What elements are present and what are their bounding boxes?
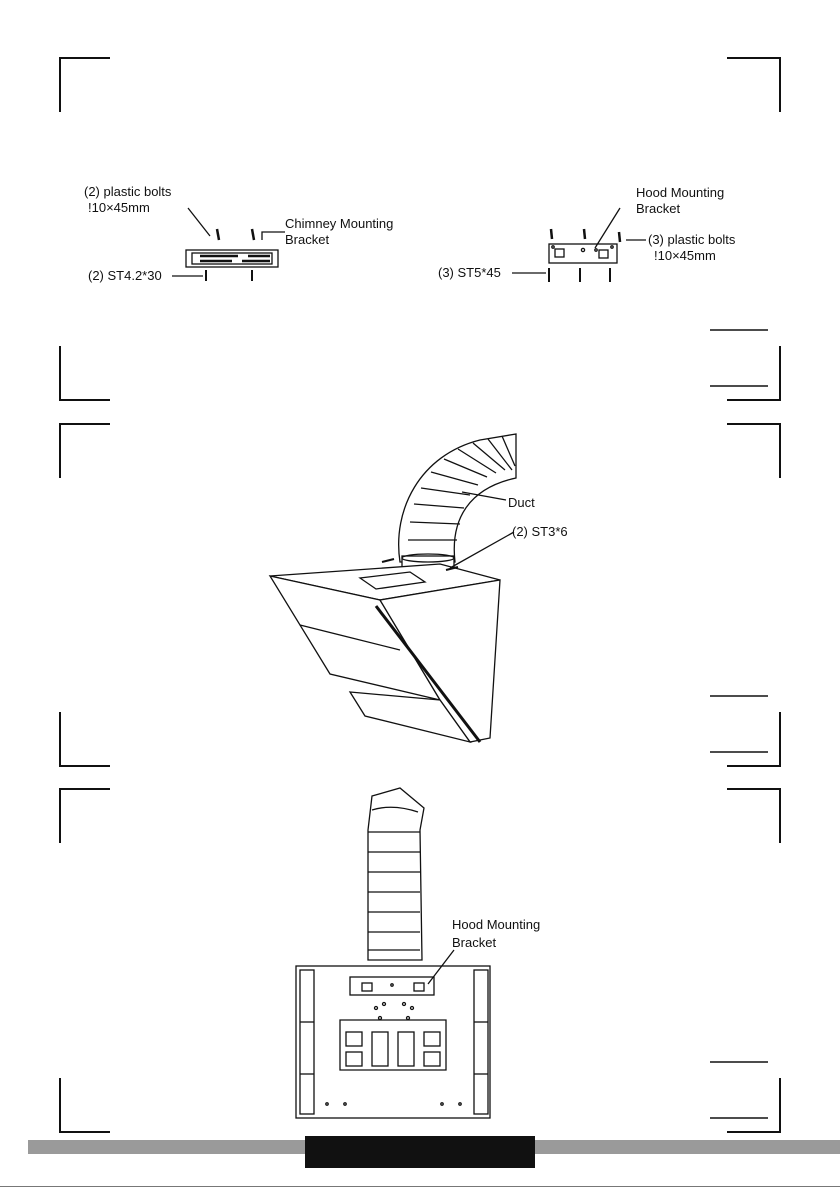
footer-block (305, 1136, 535, 1168)
crop-mark (727, 712, 780, 766)
hood-bracket-drawing (512, 208, 646, 282)
chimney-screws-label: (2) ST4.2*30 (88, 268, 162, 284)
crop-mark (727, 789, 780, 843)
hood-bracket-label: Hood Mounting (636, 185, 724, 201)
crop-mark (60, 58, 110, 112)
hood-bolts-size: !10×45mm (654, 248, 716, 264)
duct-label: Duct (508, 495, 535, 511)
crop-mark (60, 789, 110, 843)
crop-mark (727, 346, 780, 400)
front-bracket-label: Hood Mounting (452, 917, 540, 933)
duct-screws-label: (2) ST3*6 (512, 524, 568, 540)
crop-mark (60, 712, 110, 766)
crop-mark (727, 58, 780, 112)
crop-mark (60, 424, 110, 478)
hood-screws-label: (3) ST5*45 (438, 265, 501, 281)
crop-mark (60, 1078, 110, 1132)
hood-front-view-drawing (296, 788, 490, 1118)
chimney-bracket-drawing (172, 208, 285, 281)
chimney-bracket-label: Chimney Mounting (285, 216, 393, 232)
hood-bolts-label: (3) plastic bolts (648, 232, 735, 248)
hood-bracket-label-2: Bracket (636, 201, 680, 217)
hood-with-duct-drawing (270, 434, 516, 742)
chimney-bolts-label: (2) plastic bolts (84, 184, 171, 200)
crop-mark (727, 1078, 780, 1132)
front-bracket-label-2: Bracket (452, 935, 496, 951)
crop-mark (60, 346, 110, 400)
crop-mark (727, 424, 780, 478)
chimney-bracket-label-2: Bracket (285, 232, 329, 248)
chimney-bolts-size: !10×45mm (88, 200, 150, 216)
